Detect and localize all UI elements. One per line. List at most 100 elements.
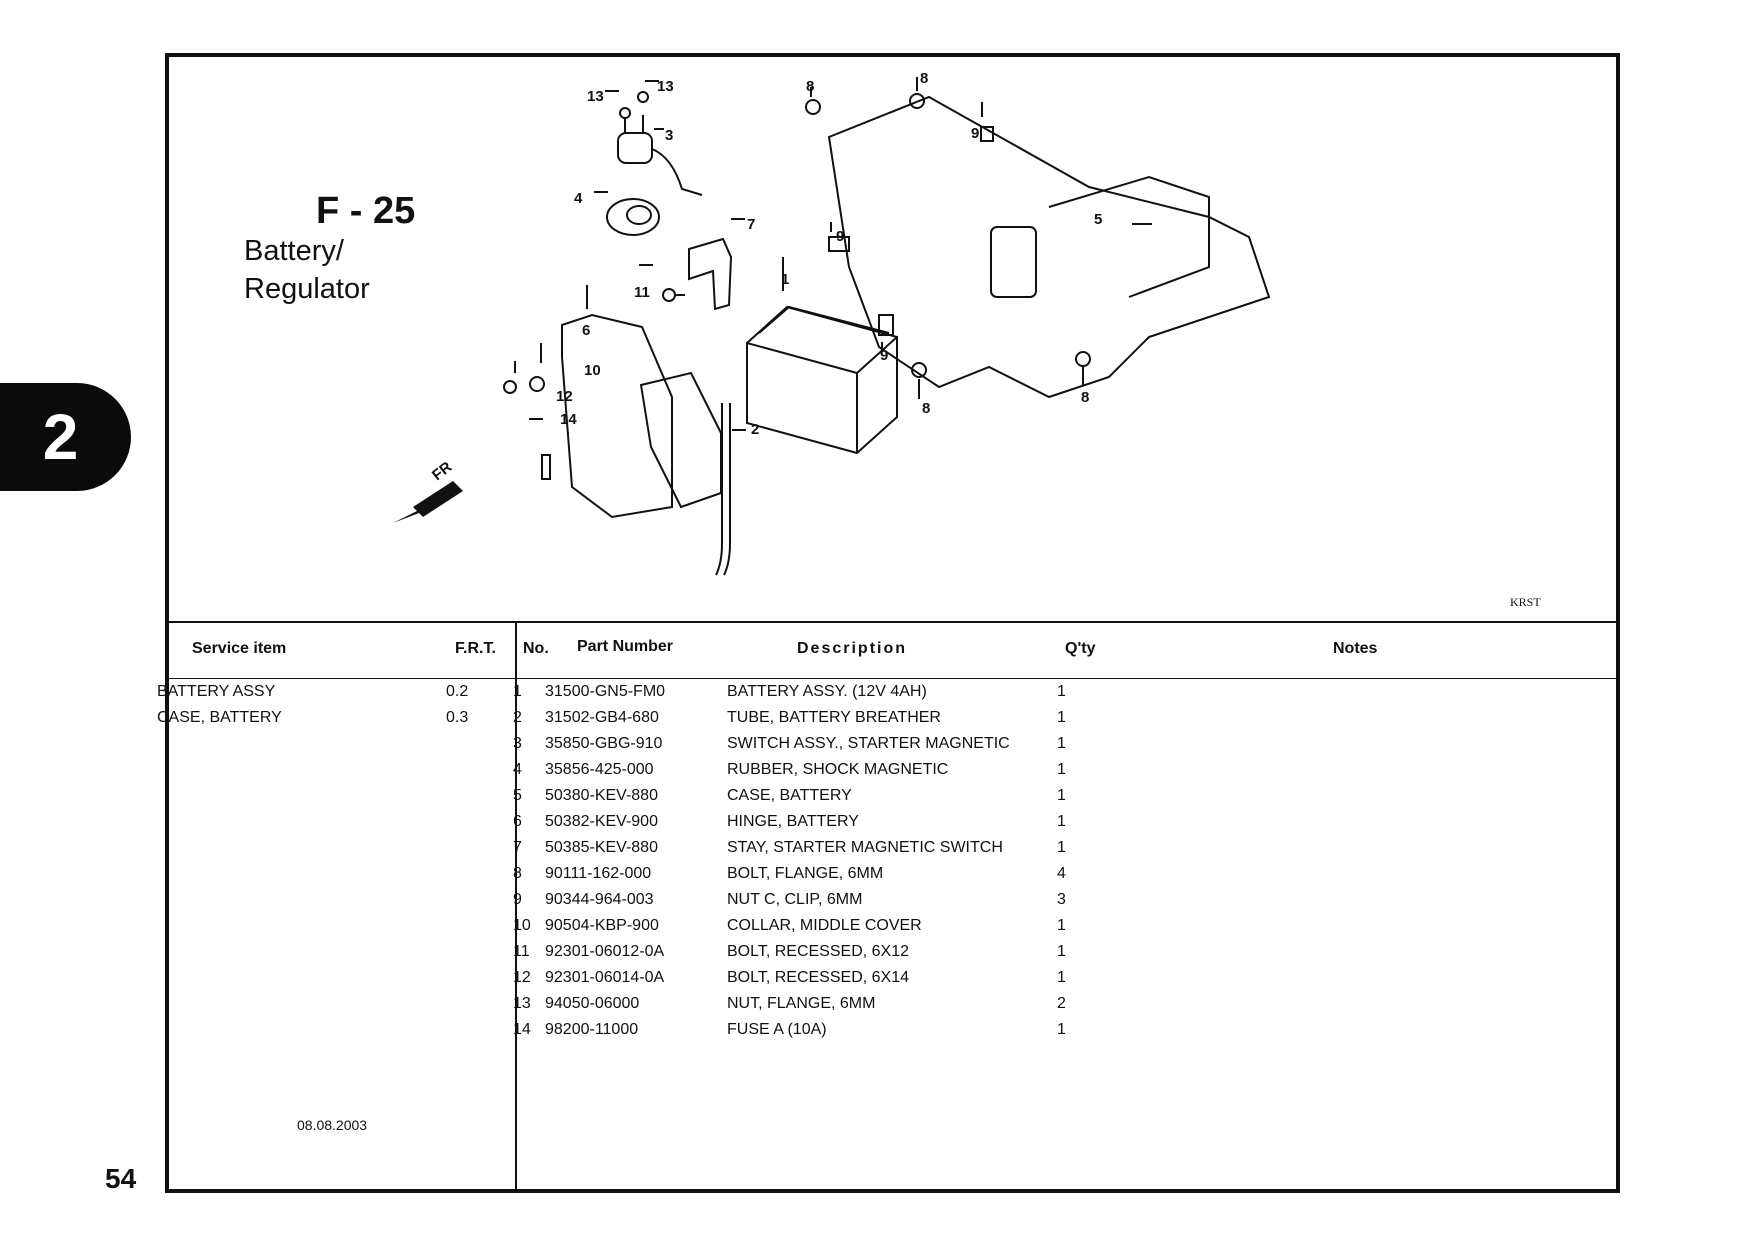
- section-number: 2: [42, 401, 79, 473]
- part-description: HINGE, BATTERY: [727, 813, 859, 830]
- part-qty: 1: [1057, 969, 1066, 986]
- header-rule: [169, 678, 1616, 679]
- part-qty: 1: [1057, 839, 1066, 856]
- part-no: 7: [513, 839, 522, 856]
- part-description: BOLT, FLANGE, 6MM: [727, 865, 884, 882]
- part-part-number: 94050-06000: [545, 995, 640, 1012]
- part-qty: 1: [1057, 761, 1066, 778]
- regulator-cover-shape: [639, 371, 722, 509]
- part-qty: 4: [1057, 865, 1066, 882]
- part-description: SWITCH ASSY., STARTER MAGNETIC: [727, 735, 1010, 752]
- print-date: 08.08.2003: [297, 1117, 368, 1133]
- part-description: BATTERY ASSY. (12V 4AH): [727, 683, 927, 700]
- notes-header: Notes: [1333, 640, 1378, 657]
- callout-label: 13: [587, 88, 604, 105]
- part-number-header: Part Number: [577, 638, 674, 655]
- battery-shape: [746, 305, 898, 455]
- page-number: 54: [105, 1163, 137, 1194]
- callout-label: 13: [657, 78, 674, 95]
- figure-title: Battery/ Regulator: [244, 232, 444, 308]
- part-description: NUT, FLANGE, 6MM: [727, 995, 876, 1012]
- part-description: FUSE A (10A): [727, 1021, 827, 1038]
- part-part-number: 31500-GN5-FM0: [545, 683, 666, 700]
- description-header: Description: [797, 640, 908, 657]
- breather-tube-shape: [715, 403, 731, 576]
- part-no: 13: [513, 995, 531, 1012]
- part-part-number: 90344-964-003: [545, 891, 654, 908]
- part-part-number: 31502-GB4-680: [545, 709, 659, 726]
- part-qty: 1: [1057, 787, 1066, 804]
- part-qty: 1: [1057, 917, 1066, 934]
- part-part-number: 35856-425-000: [545, 761, 654, 778]
- part-no: 3: [513, 735, 522, 752]
- part-description: TUBE, BATTERY BREATHER: [727, 709, 941, 726]
- part-part-number: 90504-KBP-900: [545, 917, 659, 934]
- part-no: 10: [513, 917, 531, 934]
- part-no: 14: [513, 1021, 531, 1038]
- part-description: COLLAR, MIDDLE COVER: [727, 917, 922, 934]
- callout-label: 9: [836, 228, 844, 245]
- frt-header: F.R.T.: [455, 640, 496, 657]
- service-item-name: CASE, BATTERY: [157, 709, 282, 726]
- battery-case-shape: [827, 95, 1271, 399]
- part-no: 5: [513, 787, 522, 804]
- part-part-number: 98200-11000: [545, 1021, 639, 1038]
- stay-shape: [688, 237, 733, 311]
- part-qty: 1: [1057, 683, 1066, 700]
- part-no: 1: [513, 683, 522, 700]
- part-description: BOLT, RECESSED, 6X12: [727, 943, 909, 960]
- page-frame: F - 25 Battery/ Regulator: [165, 53, 1620, 1193]
- service-item-frt: 0.2: [446, 683, 469, 700]
- column-divider: [515, 621, 517, 1193]
- part-qty: 1: [1057, 943, 1066, 960]
- part-part-number: 90111-162-000: [545, 865, 652, 882]
- rubber-shock-shape: [606, 198, 660, 236]
- part-qty: 3: [1057, 891, 1066, 908]
- hinge-shape: [561, 313, 673, 519]
- figure-title-line2: Regulator: [244, 273, 370, 305]
- front-direction-label: FR: [429, 458, 455, 484]
- part-part-number: 50385-KEV-880: [545, 839, 658, 856]
- part-description: NUT C, CLIP, 6MM: [727, 891, 863, 908]
- part-part-number: 50380-KEV-880: [545, 787, 658, 804]
- front-direction-arrow: [393, 481, 463, 523]
- callout-label: 7: [747, 216, 755, 233]
- part-no: 11: [513, 943, 530, 960]
- callout-label: 1: [781, 271, 789, 288]
- starter-switch-shape: [617, 132, 653, 164]
- service-item-name: BATTERY ASSY: [157, 683, 276, 700]
- callout-label: 8: [806, 78, 814, 95]
- section-tab: 2: [0, 383, 131, 491]
- callout-label: 2: [751, 421, 759, 438]
- callout-label: 9: [880, 347, 888, 364]
- part-qty: 2: [1057, 995, 1066, 1012]
- service-item-frt: 0.3: [446, 709, 469, 726]
- part-qty: 1: [1057, 813, 1066, 830]
- part-part-number: 92301-06014-0A: [545, 969, 665, 986]
- callout-label: 5: [1094, 211, 1102, 228]
- part-qty: 1: [1057, 709, 1066, 726]
- callout-label: 8: [1081, 389, 1089, 406]
- callout-label: 11: [634, 284, 650, 301]
- part-no: 9: [513, 891, 522, 908]
- part-no: 6: [513, 813, 522, 830]
- model-code: KRST: [1510, 595, 1541, 609]
- qty-header: Q'ty: [1065, 640, 1096, 657]
- callout-label: 8: [922, 400, 930, 417]
- callout-label: 9: [971, 125, 979, 142]
- part-no: 12: [513, 969, 531, 986]
- part-description: RUBBER, SHOCK MAGNETIC: [727, 761, 949, 778]
- parts-diagram: F - 25 Battery/ Regulator: [169, 57, 1616, 623]
- service-item-header: Service item: [192, 640, 287, 657]
- callout-label: 10: [584, 362, 601, 379]
- part-description: STAY, STARTER MAGNETIC SWITCH: [727, 839, 1003, 856]
- part-part-number: 35850-GBG-910: [545, 735, 663, 752]
- part-no: 8: [513, 865, 522, 882]
- callout-label: 14: [560, 411, 577, 428]
- part-part-number: 92301-06012-0A: [545, 943, 665, 960]
- part-qty: 1: [1057, 1021, 1066, 1038]
- part-description: CASE, BATTERY: [727, 787, 852, 804]
- callout-label: 4: [574, 190, 583, 207]
